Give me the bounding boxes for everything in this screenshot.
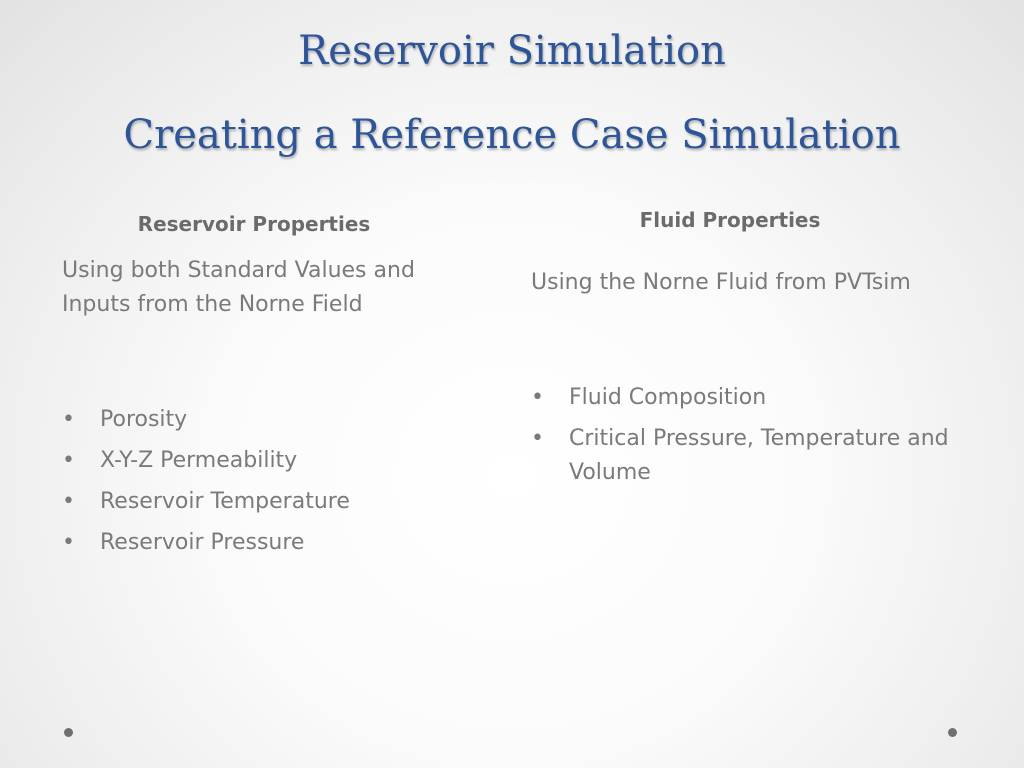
decorative-dot-icon xyxy=(64,728,73,737)
fluid-properties-list: • Fluid Composition • Critical Pressure, T… xyxy=(531,381,971,497)
fluid-properties-heading: Fluid Properties xyxy=(639,208,821,232)
decorative-dot-icon xyxy=(948,728,957,737)
list-item-text: Reservoir Temperature xyxy=(100,489,350,514)
reservoir-properties-list: • Porosity • X-Y-Z Permeability • Reservoir… xyxy=(62,403,482,567)
list-item: • Reservoir Temperature xyxy=(62,485,482,519)
list-item: • Reservoir Pressure xyxy=(62,526,482,560)
list-item: • Fluid Composition xyxy=(531,381,971,415)
bullet-icon: • xyxy=(531,426,544,451)
list-item-text: X-Y-Z Permeability xyxy=(100,448,298,473)
list-item: • Critical Pressure, Temperature and Volu… xyxy=(531,422,971,490)
list-item-text: Porosity xyxy=(100,407,188,432)
bullet-icon: • xyxy=(62,448,75,473)
bullet-icon: • xyxy=(531,385,544,410)
bullet-icon: • xyxy=(62,407,75,432)
slide-title: Reservoir Simulation xyxy=(298,28,726,74)
list-item: • Porosity xyxy=(62,403,482,437)
reservoir-properties-intro: Using both Standard Values and Inputs fr… xyxy=(62,258,415,317)
reservoir-properties-heading: Reservoir Properties xyxy=(137,212,371,236)
bullet-icon: • xyxy=(62,489,75,514)
list-item-text: Reservoir Pressure xyxy=(100,530,305,555)
list-item: • X-Y-Z Permeability xyxy=(62,444,482,478)
list-item-text: Fluid Composition xyxy=(569,385,767,410)
list-item-text: Critical Pressure, Temperature and Volum… xyxy=(569,426,949,485)
bullet-icon: • xyxy=(62,530,75,555)
slide-subtitle: Creating a Reference Case Simulation xyxy=(123,112,901,158)
fluid-properties-intro: Using the Norne Fluid from PVTsim xyxy=(531,270,911,295)
